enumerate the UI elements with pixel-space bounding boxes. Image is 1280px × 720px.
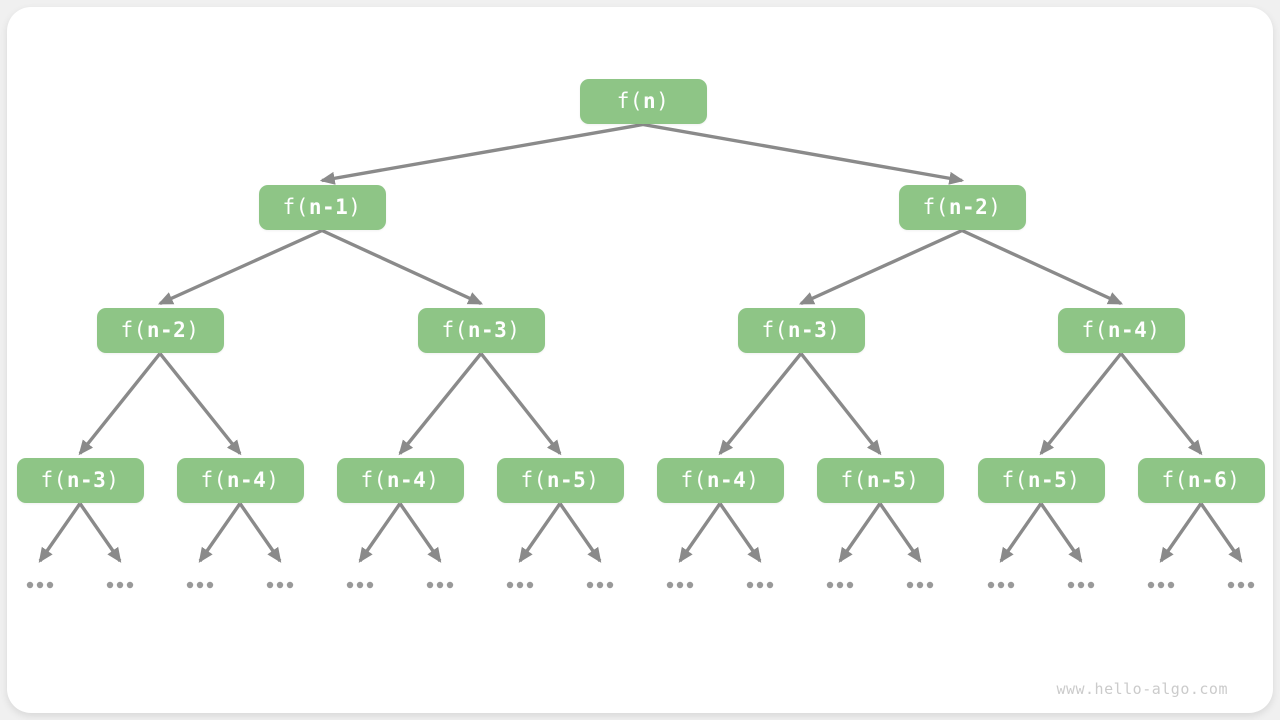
node-label-pre: f( <box>200 467 227 492</box>
node-label-var: n-4 <box>1107 317 1148 342</box>
tree-node-n222: f(n-6) <box>1137 457 1265 503</box>
node-label-post: ) <box>426 467 440 492</box>
node-label-var: n-3 <box>787 317 828 342</box>
node-label-pre: f( <box>520 467 547 492</box>
tree-node-n12: f(n-3) <box>417 307 545 353</box>
node-label-var: n-1 <box>308 194 349 219</box>
node-label-post: ) <box>827 317 841 342</box>
node-label-var: n-3 <box>66 467 107 492</box>
node-label-pre: f( <box>616 88 643 113</box>
tree-node-n21: f(n-3) <box>737 307 865 353</box>
tree-node-n112: f(n-4) <box>176 457 304 503</box>
node-label-pre: f( <box>120 317 147 342</box>
tree-node-n221: f(n-5) <box>977 457 1105 503</box>
watermark: www.hello-algo.com <box>1056 680 1228 698</box>
tree-node-n212: f(n-5) <box>816 457 944 503</box>
node-label-pre: f( <box>1001 467 1028 492</box>
node-label-pre: f( <box>680 467 707 492</box>
tree-node-n1: f(n-1) <box>258 184 386 230</box>
node-label-var: n-4 <box>706 467 747 492</box>
node-label-post: ) <box>507 317 521 342</box>
node-label-var: n-6 <box>1187 467 1228 492</box>
node-label-pre: f( <box>40 467 67 492</box>
node-label-post: ) <box>906 467 920 492</box>
node-label-post: ) <box>656 88 670 113</box>
node-label-pre: f( <box>761 317 788 342</box>
node-label-var: n <box>642 88 657 113</box>
tree-node-n122: f(n-5) <box>496 457 624 503</box>
node-label-pre: f( <box>441 317 468 342</box>
node-label-var: n-3 <box>467 317 508 342</box>
tree-node-n111: f(n-3) <box>16 457 144 503</box>
node-label-var: n-5 <box>1027 467 1068 492</box>
node-label-post: ) <box>186 317 200 342</box>
node-label-post: ) <box>266 467 280 492</box>
tree-node-n211: f(n-4) <box>656 457 784 503</box>
node-label-var: n-2 <box>146 317 187 342</box>
tree-node-n11: f(n-2) <box>96 307 224 353</box>
node-label-pre: f( <box>360 467 387 492</box>
node-label-var: n-4 <box>386 467 427 492</box>
node-label-pre: f( <box>1161 467 1188 492</box>
node-label-post: ) <box>348 194 362 219</box>
tree-node-root: f(n) <box>579 78 707 124</box>
node-label-pre: f( <box>922 194 949 219</box>
node-label-var: n-2 <box>948 194 989 219</box>
node-label-post: ) <box>1227 467 1241 492</box>
tree-node-n22: f(n-4) <box>1057 307 1185 353</box>
node-label-post: ) <box>1147 317 1161 342</box>
node-label-post: ) <box>106 467 120 492</box>
tree-node-n2: f(n-2) <box>898 184 1026 230</box>
node-label-var: n-4 <box>226 467 267 492</box>
tree-node-n121: f(n-4) <box>336 457 464 503</box>
node-label-var: n-5 <box>546 467 587 492</box>
node-label-post: ) <box>1067 467 1081 492</box>
node-label-post: ) <box>746 467 760 492</box>
node-label-post: ) <box>988 194 1002 219</box>
node-label-var: n-5 <box>866 467 907 492</box>
node-label-pre: f( <box>1081 317 1108 342</box>
node-label-post: ) <box>586 467 600 492</box>
node-label-pre: f( <box>282 194 309 219</box>
node-label-pre: f( <box>840 467 867 492</box>
